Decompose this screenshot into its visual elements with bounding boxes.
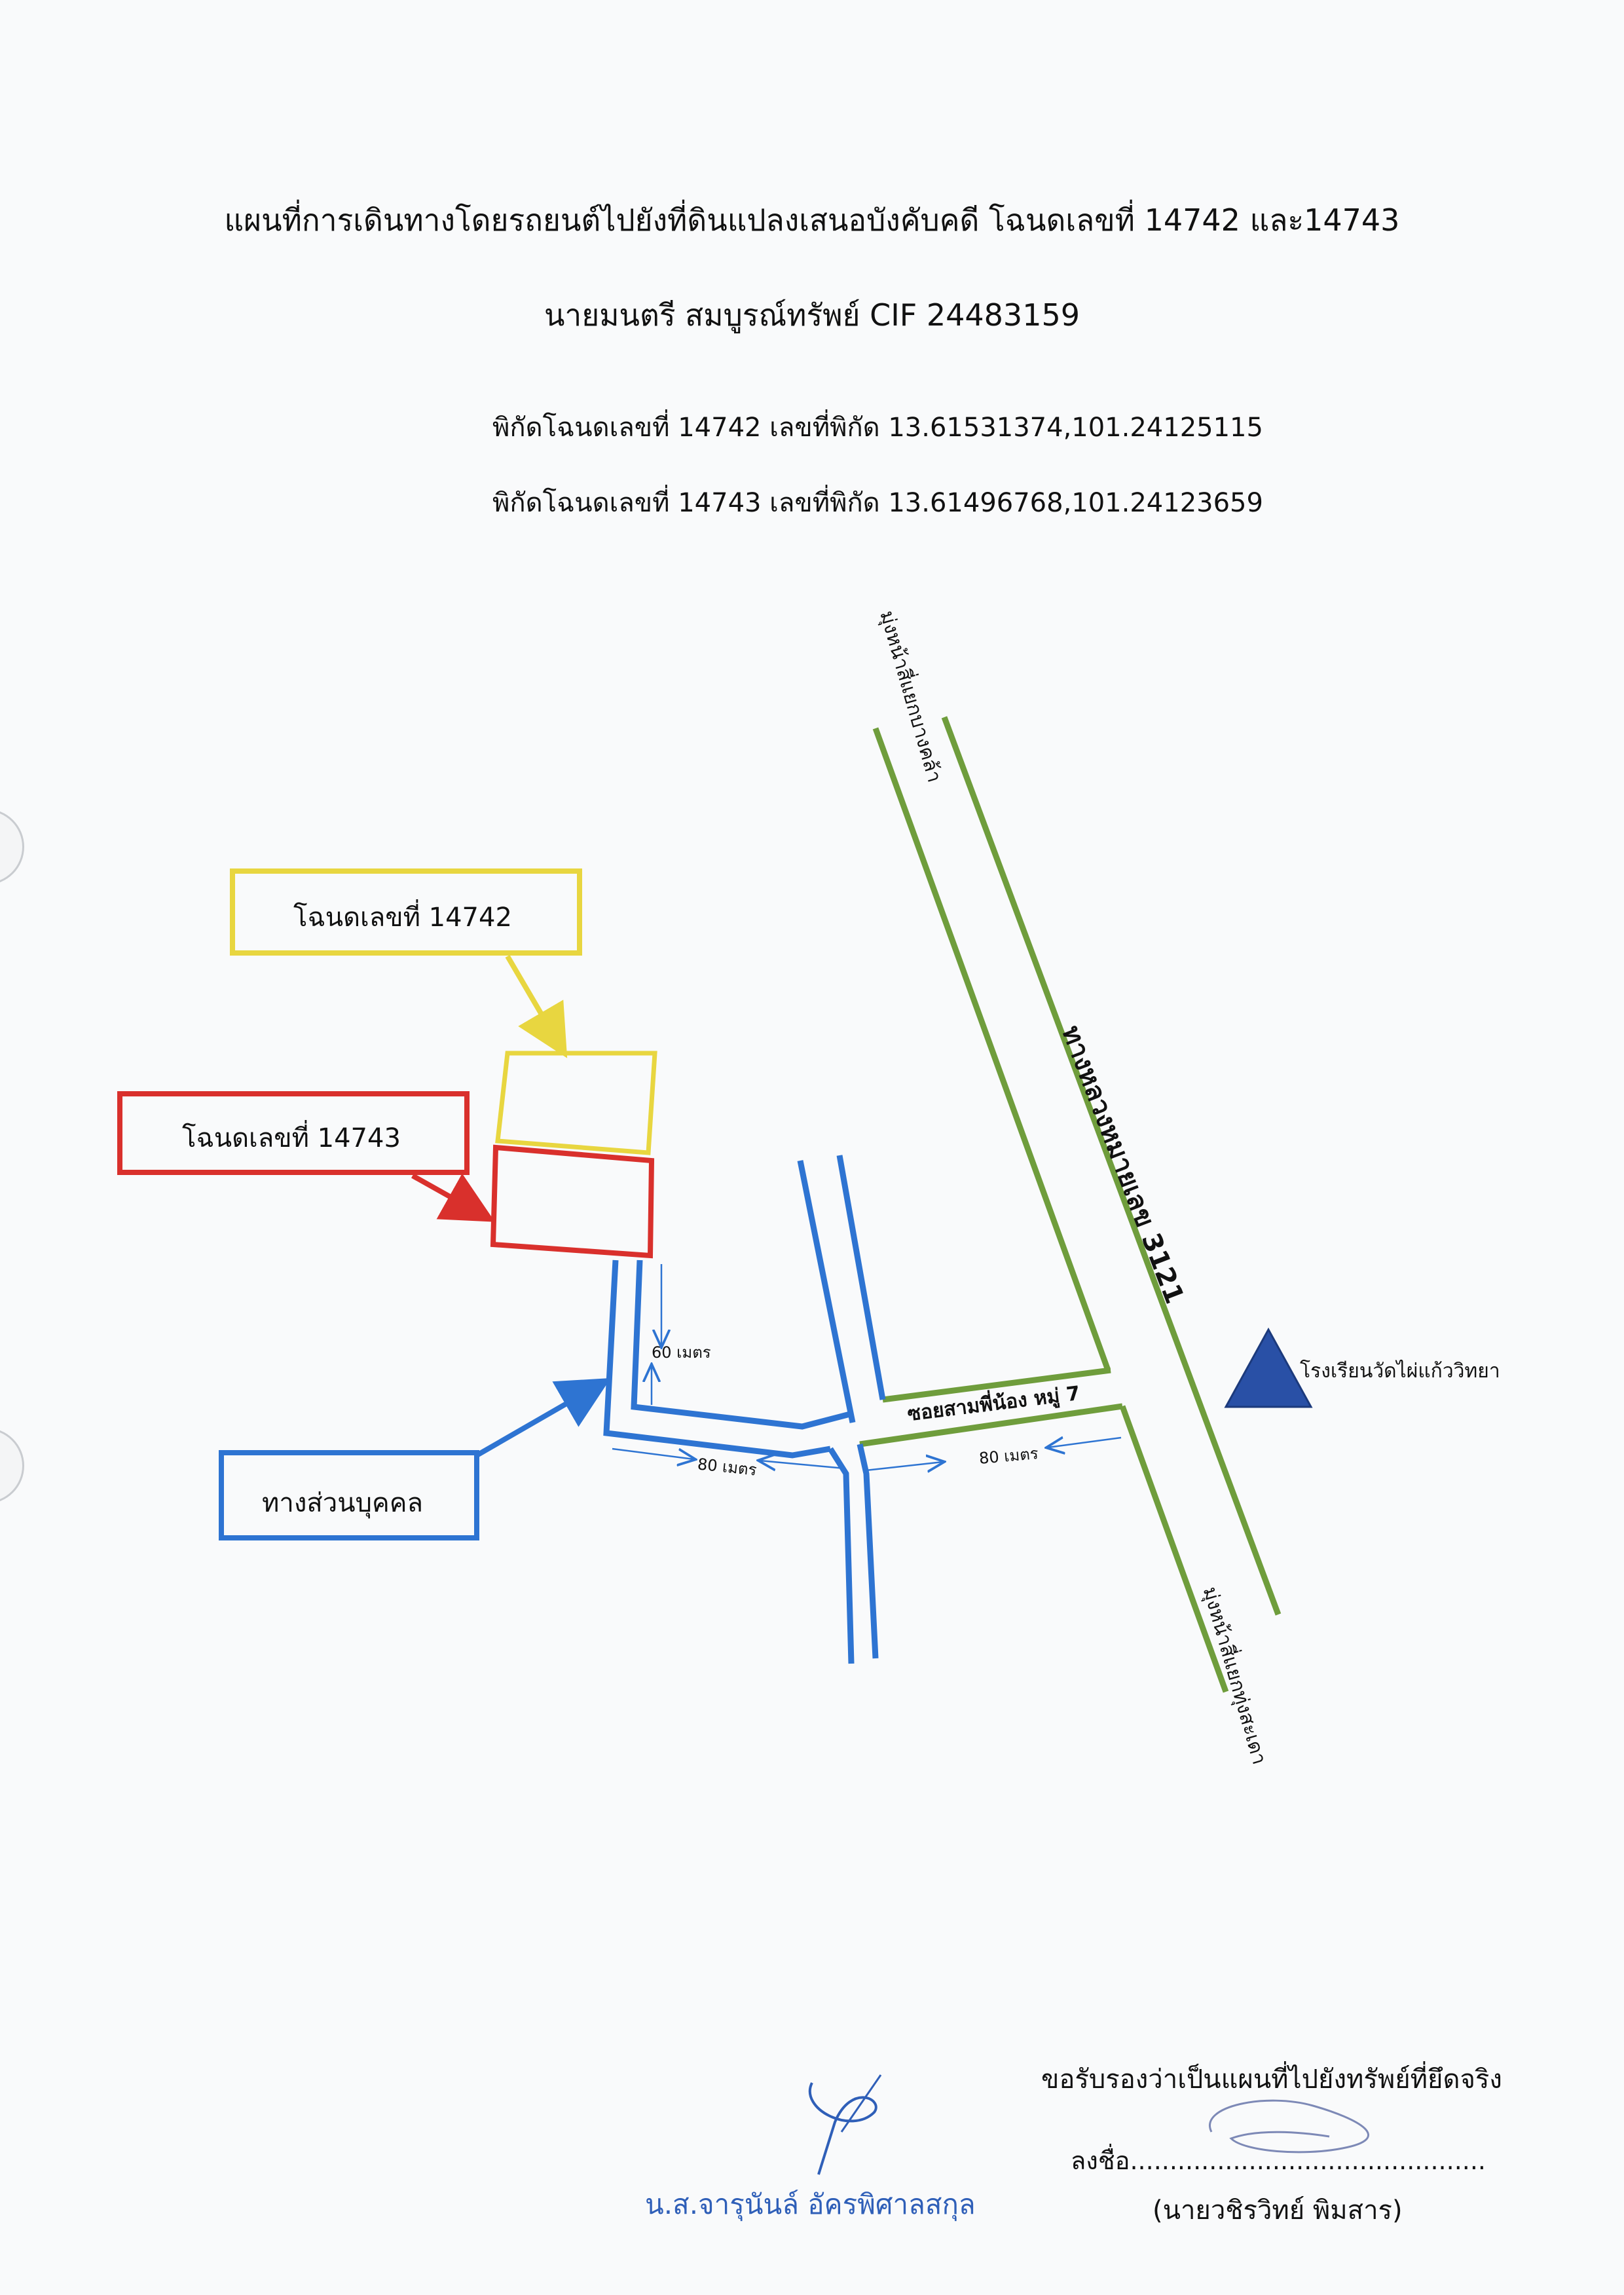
highway-edge-east bbox=[941, 716, 1282, 1616]
local-road-west-north bbox=[797, 1160, 856, 1423]
page-title: แผนที่การเดินทางโดยรถยนต์ไปยังที่ดินแปลง… bbox=[224, 202, 1400, 238]
local-road-west-south bbox=[828, 1447, 855, 1664]
pointer-arrow-14742 bbox=[505, 954, 568, 1058]
soi-edge-south bbox=[859, 1403, 1123, 1447]
certification-text: ขอรับรองว่าเป็นแผนที่ไปยังทรัพย์ที่ยึดจร… bbox=[1041, 2064, 1502, 2095]
officer-signature-mark bbox=[1209, 2099, 1369, 2154]
label-parcel-14742: โฉนดเลขที่ 14742 bbox=[293, 903, 512, 933]
distance-arrow-80-left-b bbox=[760, 1461, 845, 1468]
local-road-east-south bbox=[857, 1444, 879, 1659]
label-box-14743 bbox=[117, 1091, 470, 1175]
local-road bbox=[797, 1155, 886, 1664]
parcel-14743 bbox=[490, 1144, 655, 1259]
pointer-arrow-14743 bbox=[411, 1173, 495, 1222]
distance-arrow-80-left-a bbox=[612, 1447, 694, 1459]
distance-arrow-80-right-a bbox=[865, 1462, 943, 1470]
owner-line: นายมนตรี สมบูรณ์ทรัพย์ CIF 24483159 bbox=[544, 297, 1080, 333]
clerk-name: น.ส.จารุนันล์ อัครพิศาลสกุล bbox=[645, 2188, 976, 2220]
label-box-private-road bbox=[219, 1450, 479, 1540]
coordinate-line-14743: พิกัดโฉนดเลขที่ 14743 เลขที่พิกัด 13.614… bbox=[492, 488, 1263, 518]
soi-edge-north bbox=[882, 1367, 1111, 1403]
highway-3121 bbox=[872, 716, 1282, 1693]
label-box-14742 bbox=[230, 868, 582, 956]
local-road-east-north bbox=[836, 1155, 886, 1400]
distance-arrow-80-right-b bbox=[1048, 1438, 1122, 1447]
distance-label-60: 60 เมตร bbox=[652, 1343, 711, 1362]
officer-name: (นายวชิรวิทย์ พิมสาร) bbox=[1153, 2195, 1403, 2226]
signature-line: ลงชื่อ..................................… bbox=[1071, 2146, 1486, 2175]
highway-edge-west-north bbox=[872, 727, 1111, 1371]
parcel-14742 bbox=[495, 1051, 657, 1155]
label-private-road: ทางส่วนบุคคล bbox=[262, 1488, 423, 1518]
highway-edge-west-south bbox=[1119, 1405, 1229, 1693]
soi-road bbox=[859, 1367, 1123, 1447]
private-road-outer bbox=[603, 1259, 831, 1459]
clerk-signature-stroke bbox=[840, 2074, 882, 2133]
distance-label-80-right: 80 เมตร bbox=[978, 1444, 1039, 1468]
label-school: โรงเรียนวัดไผ่แก้ววิทยา bbox=[1300, 1360, 1500, 1383]
private-road-inner bbox=[631, 1259, 854, 1430]
coordinate-line-14742: พิกัดโฉนดเลขที่ 14742 เลขที่พิกัด 13.615… bbox=[492, 413, 1263, 443]
private-road bbox=[603, 1259, 854, 1459]
school-triangle-icon bbox=[1224, 1327, 1313, 1408]
clerk-signature-mark bbox=[809, 2082, 877, 2175]
label-parcel-14743: โฉนดเลขที่ 14743 bbox=[182, 1123, 401, 1153]
pointer-arrow-private-road bbox=[475, 1378, 611, 1458]
